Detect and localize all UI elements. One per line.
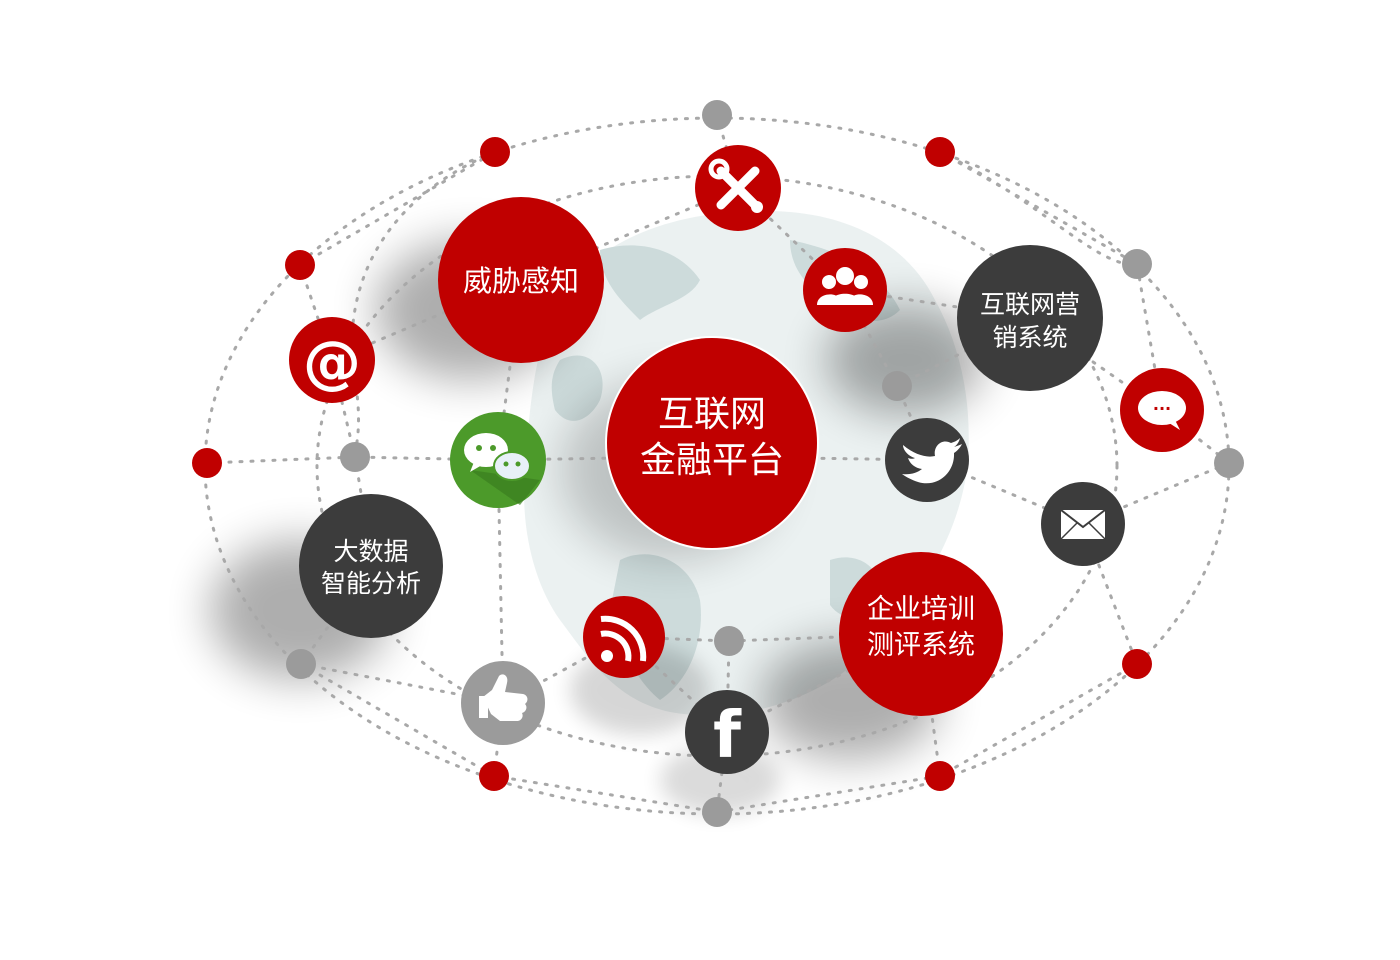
facebook-icon[interactable]: f [685,690,769,774]
wechat-icon[interactable] [450,412,546,508]
node-threat-label: 威胁感知 [463,264,579,298]
node-bigdata-line2: 智能分析 [321,569,421,598]
dot-red [1122,649,1152,679]
node-marketing-line1: 互联网营 [980,290,1080,319]
dot-red [480,137,510,167]
dot-red [925,761,955,791]
at-sign-icon[interactable]: @ [289,317,375,403]
node-threat-perception[interactable]: 威胁感知 [438,197,604,363]
node-center[interactable]: 互联网 金融平台 [605,336,819,550]
dot-red [192,448,222,478]
dot-red [925,137,955,167]
node-training-line1: 企业培训 [867,594,975,625]
node-marketing-line2: 销系统 [992,323,1067,352]
node-center-line1: 互联网 [658,394,766,435]
node-internet-marketing[interactable]: 互联网营 销系统 [957,245,1103,391]
at-sign-glyph: @ [303,328,361,396]
node-center-line2: 金融平台 [640,440,784,481]
twitter-bird-icon[interactable] [885,418,969,502]
node-bigdata-line1: 大数据 [333,537,408,566]
node-bigdata-analysis[interactable]: 大数据 智能分析 [299,494,443,638]
chat-dots: ··· [1153,399,1171,418]
dot-red [479,761,509,791]
dot-red [285,250,315,280]
wrench-screwdriver-icon[interactable] [695,145,781,231]
rss-feed-icon[interactable] [583,596,665,678]
dot-gray [286,649,316,679]
dot-gray [1122,249,1152,279]
node-enterprise-training[interactable]: 企业培训 测评系统 [839,552,1003,716]
thumbs-up-icon[interactable] [461,661,545,745]
facebook-glyph: f [713,699,742,773]
envelope-icon[interactable] [1041,482,1125,566]
group-users-icon[interactable] [803,248,887,332]
dot-gray [702,100,732,130]
dot-gray [340,442,370,472]
dot-gray [702,797,732,827]
dot-gray [1214,448,1244,478]
dot-gray [714,626,744,656]
speech-bubble-icon[interactable]: ··· [1120,368,1204,452]
node-training-line2: 测评系统 [867,630,975,661]
dot-gray [882,371,912,401]
